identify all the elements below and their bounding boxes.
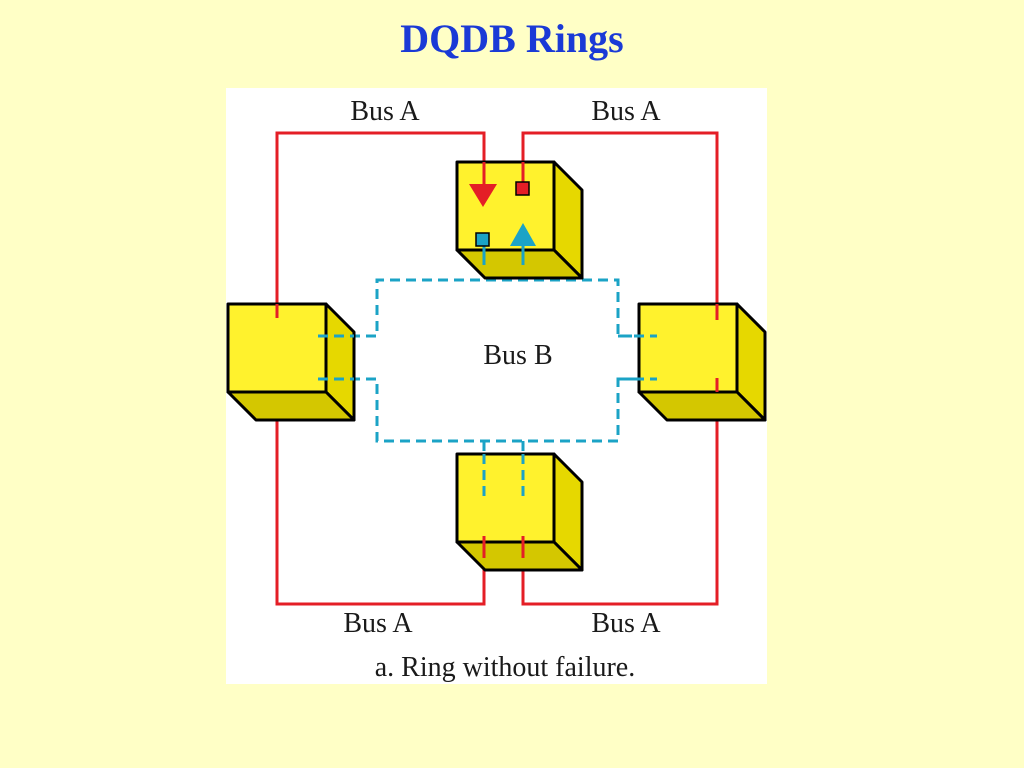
station-left <box>226 302 356 422</box>
slide-title: DQDB Rings <box>400 16 624 61</box>
station-right <box>637 302 767 422</box>
bus-b-arrow-up-icon <box>510 223 536 246</box>
station-bottom-front-face <box>455 452 556 544</box>
bus-a-top-right <box>521 131 719 318</box>
bus-a-slot-square-icon <box>515 181 530 196</box>
station-top <box>455 160 584 280</box>
bus-b-lower <box>318 377 657 443</box>
bus-a-label-top-right: Bus A <box>591 96 661 127</box>
dqdb-ring-diagram: Bus A Bus A Bus B Bus A Bus A a. Ring wi… <box>226 96 767 683</box>
bus-b-upper <box>318 278 657 338</box>
station-left-front-face <box>226 302 328 394</box>
bus-b-label: Bus B <box>483 340 552 371</box>
figure-caption: a. Ring without failure. <box>375 652 636 683</box>
bus-a-arrow-down-icon <box>469 184 497 207</box>
bus-a-label-bottom-left: Bus A <box>343 608 413 639</box>
bus-a-label-top-left: Bus A <box>350 96 420 127</box>
bus-a-label-bottom-right: Bus A <box>591 608 661 639</box>
bus-a-top-left <box>275 131 486 304</box>
station-bottom <box>455 452 584 572</box>
station-top-front-face <box>455 160 556 252</box>
bus-b-slot-square-icon <box>475 232 490 247</box>
station-right-front-face <box>637 302 739 394</box>
figure-panel: Bus A Bus A Bus B Bus A Bus A a. Ring wi… <box>226 88 767 684</box>
